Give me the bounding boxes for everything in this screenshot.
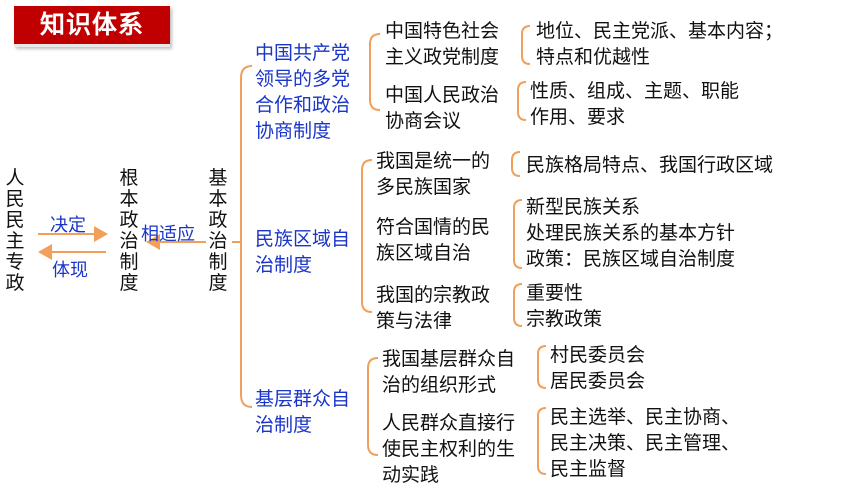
topic-3-2: 人民群众直接行使民主权利的生动实践 [382,412,516,486]
detail-2-1-a: 民族格局特点、我国行政区域 [526,154,774,176]
arrow-label-adapt: 相适应 [141,224,195,245]
system-label-1: 中国共产党领导的多党合作和政治协商制度 [255,42,351,142]
system-label-3: 基层群众自治制度 [255,388,351,436]
arrow-label-decide: 决定 [50,215,86,236]
bracket-system-2 [361,159,373,313]
detail-3-2-b: 民主决策、民主管理、 [550,432,741,454]
topic-2-3: 我国的宗教政策与法律 [376,284,491,332]
detail-3-2-c: 民主监督 [550,458,627,480]
topic-3-1: 我国基层群众自治的组织形式 [382,348,516,396]
system-label-2: 民族区域自治制度 [255,228,351,276]
bracket-system-1 [369,33,381,111]
jiben-zhengzhi-zhidu: 基本政治制度 [208,167,228,294]
detail-1-2-a: 性质、组成、主题、职能 [530,80,740,102]
detail-1-1-b: 特点和优越性 [536,46,651,68]
topic-2-1: 我国是统一的多民族国家 [376,150,491,198]
detail-2-2-a: 新型民族关系 [526,196,641,218]
topic-2-2: 符合国情的民族区域自治 [376,216,491,264]
bracket-system-3 [367,357,379,456]
detail-3-1-a: 村民委员会 [550,344,646,366]
renmin-minzhu-zhuanzheng: 人民民主专政 [5,167,25,294]
genben-zhengzhi-zhidu: 根本政治制度 [119,167,139,294]
arrow-label-reflect: 体现 [52,260,88,281]
detail-2-2-c: 政策：民族区域自治制度 [526,248,736,270]
main-bracket [240,65,253,408]
topic-1-1: 中国特色社会主义政党制度 [385,20,500,68]
detail-3-2-a: 民主选举、民主协商、 [550,406,741,428]
detail-2-2-b: 处理民族关系的基本方针 [526,222,736,244]
detail-1-2-b: 作用、要求 [530,106,626,128]
detail-2-3-b: 宗教政策 [526,308,603,330]
topic-1-2: 中国人民政治协商会议 [385,84,500,132]
detail-2-3-a: 重要性 [526,282,584,304]
detail-1-1-a: 地位、民主党派、基本内容； [536,20,784,42]
page-title: 知识体系 [14,6,170,47]
detail-3-1-b: 居民委员会 [550,370,646,392]
